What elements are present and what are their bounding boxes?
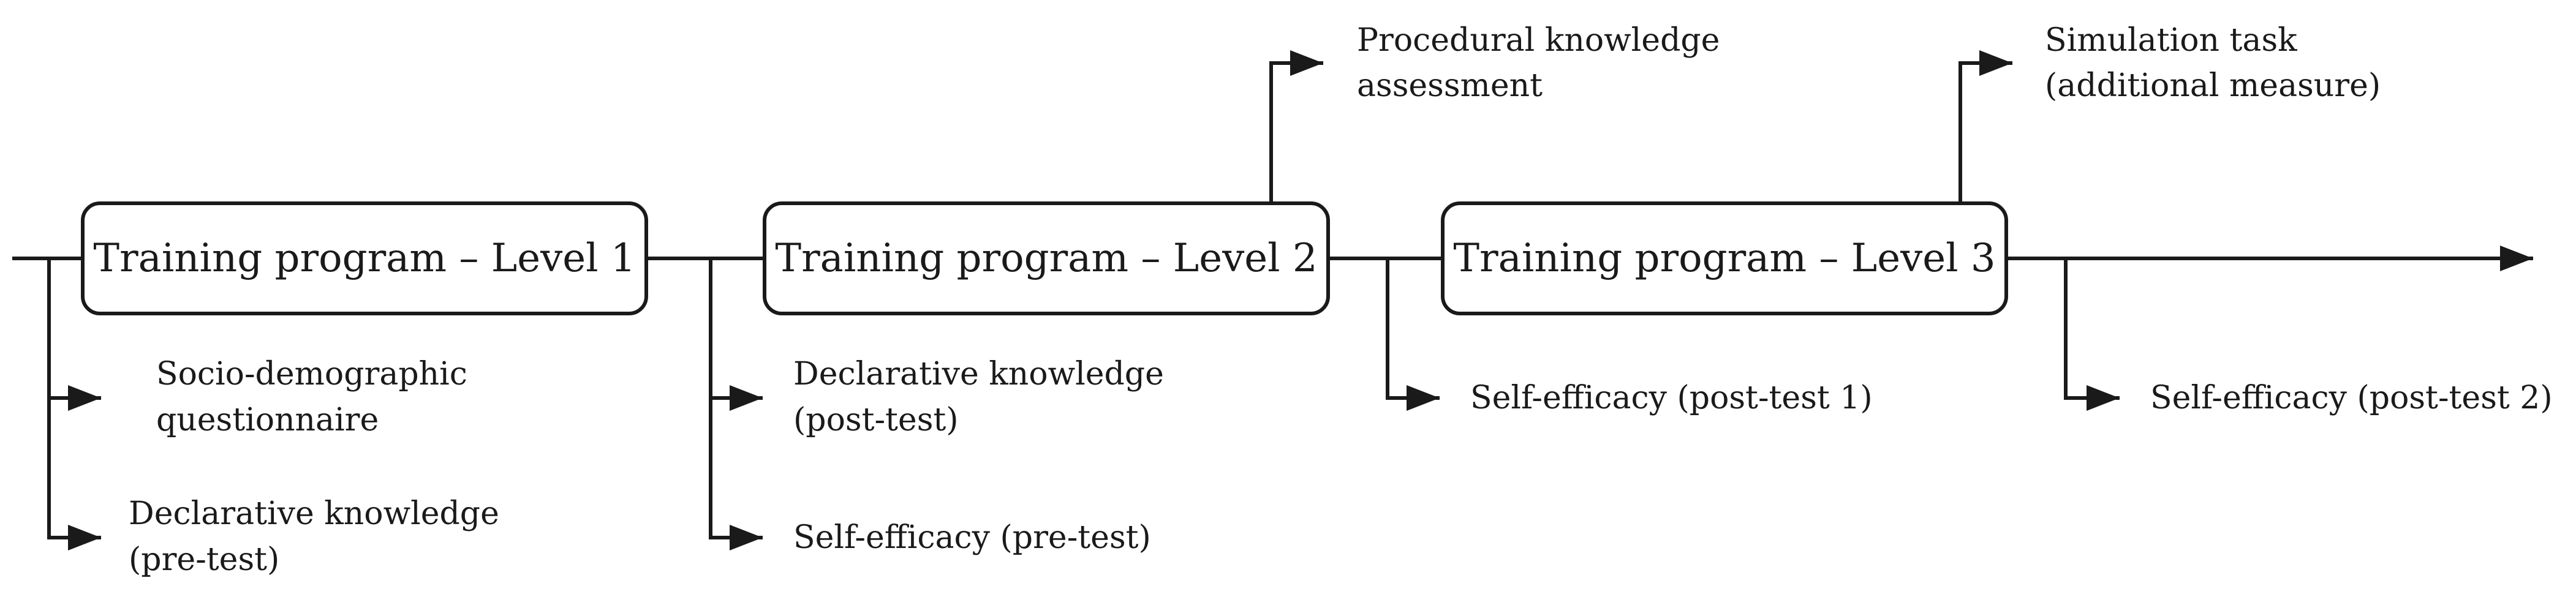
- label-self-efficacy-post1: Self-efficacy (post-test 1): [1470, 380, 1873, 416]
- label-self-efficacy-pre: Self-efficacy (pre-test): [793, 519, 1151, 556]
- connector-procedural: [1269, 50, 1323, 203]
- connector-simulation: [1958, 50, 2012, 203]
- connector-declarative-post: [709, 258, 763, 411]
- label-declarative-pre: Declarative knowledge (pre-test): [129, 495, 509, 578]
- stage-label-level-1: Training program – Level 1: [93, 236, 635, 281]
- connector-self-efficacy-post1: [1386, 258, 1440, 411]
- label-self-efficacy-post2: Self-efficacy (post-test 2): [2150, 380, 2553, 416]
- stage-box-level-1: [81, 201, 648, 315]
- connector-self-efficacy-post2: [2064, 258, 2120, 411]
- label-socio-demographic: Socio-demographic questionnaire: [156, 356, 477, 438]
- label-procedural: Procedural knowledge assessment: [1357, 22, 1730, 104]
- connector-declarative-pre: [47, 398, 101, 550]
- stage-label-level-2: Training program – Level 2: [775, 236, 1317, 281]
- connector-self-efficacy-pre: [709, 398, 763, 550]
- stage-box-level-2: [763, 201, 1330, 315]
- label-simulation: Simulation task (additional measure): [2045, 22, 2381, 104]
- stage-label-level-3: Training program – Level 3: [1453, 236, 1995, 281]
- label-declarative-post: Declarative knowledge (post-test): [793, 356, 1174, 438]
- stage-box-level-3: [1441, 201, 2008, 315]
